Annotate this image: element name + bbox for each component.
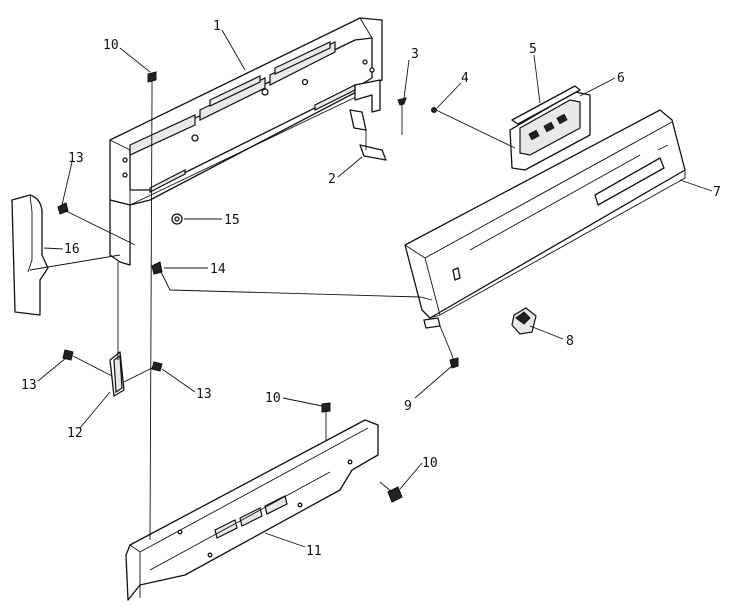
part-1-backguard-frame <box>109 17 383 266</box>
part-3-screw <box>397 97 407 118</box>
part-2-bracket <box>349 109 387 161</box>
part-8-knob <box>511 307 537 335</box>
callout-12: 12 <box>67 426 83 441</box>
callout-leaders <box>37 29 713 548</box>
part-15-nut <box>171 213 183 225</box>
callout-7: 7 <box>713 185 721 200</box>
part-9-screw <box>449 354 459 369</box>
part-11-lower-trim <box>125 419 379 601</box>
callout-10-right: 10 <box>422 456 438 471</box>
callout-11: 11 <box>306 544 322 559</box>
part-4-pin <box>431 107 437 113</box>
callout-3: 3 <box>411 47 419 62</box>
callout-6: 6 <box>617 71 625 86</box>
assembly-lines <box>29 94 516 541</box>
part-7-control-panel <box>404 109 686 329</box>
callout-9: 9 <box>404 399 412 414</box>
callout-5: 5 <box>529 42 537 57</box>
part-5-6-control-module <box>509 85 591 171</box>
part-10-screws <box>147 71 403 503</box>
part-14-clip <box>151 261 163 275</box>
callout-14: 14 <box>210 262 226 277</box>
callout-15: 15 <box>224 213 240 228</box>
callout-16: 16 <box>64 242 80 257</box>
part-16-end-cap <box>11 194 49 316</box>
callout-1: 1 <box>213 19 221 34</box>
callout-numbers: 1 2 3 4 5 6 7 8 9 10 10 10 11 12 13 13 1… <box>21 19 721 559</box>
callout-2: 2 <box>328 172 336 187</box>
callout-10-top: 10 <box>103 38 119 53</box>
part-12-bracket <box>109 351 125 397</box>
callout-13-top: 13 <box>68 151 84 166</box>
part-13-screws <box>57 202 163 372</box>
callout-8: 8 <box>566 334 574 349</box>
callout-13-left: 13 <box>21 378 37 393</box>
callout-4: 4 <box>461 71 469 86</box>
callout-13-right: 13 <box>196 387 212 402</box>
callout-10-middle: 10 <box>265 391 281 406</box>
